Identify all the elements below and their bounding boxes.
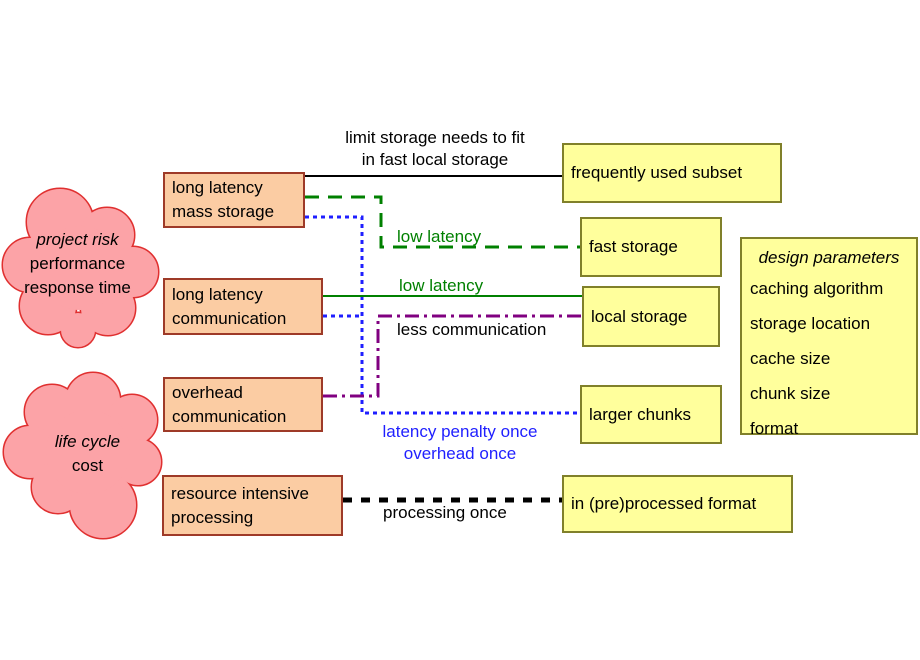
- design-parameters-title: design parameters: [758, 248, 900, 267]
- design-parameter-item: format: [750, 419, 799, 438]
- cloud-life-cycle-lines: cost: [71, 456, 104, 475]
- cloud-life-cycle: [2, 371, 163, 540]
- design-parameter-item: chunk size: [750, 384, 831, 403]
- edge-label-latency-overhead: latency penalty once overhead once: [382, 422, 538, 463]
- box-fast-storage: fast storage: [580, 217, 722, 277]
- cloud-life-cycle-title: life cycle: [54, 432, 121, 451]
- edge-label-processing-once: processing once: [383, 503, 507, 522]
- box-resource-intensive-processing: resource intensive processing: [162, 475, 343, 536]
- edge-label-less-communication: less communication: [397, 320, 547, 339]
- box-local-storage: local storage: [582, 286, 720, 347]
- cloud-project-risk-text: project risk performance response time: [5, 228, 150, 300]
- edge-latency-penalty-once-line: [305, 215, 580, 415]
- design-parameter-item: caching algorithm: [750, 279, 884, 298]
- box-in-preprocessed-format: in (pre)processed format: [562, 475, 793, 533]
- edge-label-low-latency-local: low latency: [399, 276, 484, 295]
- box-frequently-used-subset: frequently used subset: [562, 143, 782, 203]
- edge-less-communication-line: [323, 314, 582, 398]
- box-long-latency-communication: long latency communication: [163, 278, 323, 335]
- box-design-parameters: design parameters caching algorithm stor…: [740, 237, 918, 438]
- edge-low-latency-fast-storage-line: [305, 195, 580, 249]
- cloud-project-risk-title: project risk: [36, 230, 119, 249]
- cloud-project-risk: [1, 187, 160, 349]
- cloud-project-risk-lines: performance response time: [24, 254, 131, 297]
- design-parameter-item: storage location: [750, 314, 871, 333]
- cloud-life-cycle-text: life cycle cost: [10, 430, 165, 478]
- box-overhead-communication: overhead communication: [163, 377, 323, 432]
- box-long-latency-mass-storage: long latency mass storage: [163, 172, 305, 228]
- edge-label-low-latency-fast: low latency: [397, 227, 482, 246]
- box-larger-chunks: larger chunks: [580, 385, 722, 444]
- design-parameter-item: cache size: [750, 349, 831, 368]
- edge-label-limit-storage: limit storage needs to fit in fast local…: [345, 128, 525, 169]
